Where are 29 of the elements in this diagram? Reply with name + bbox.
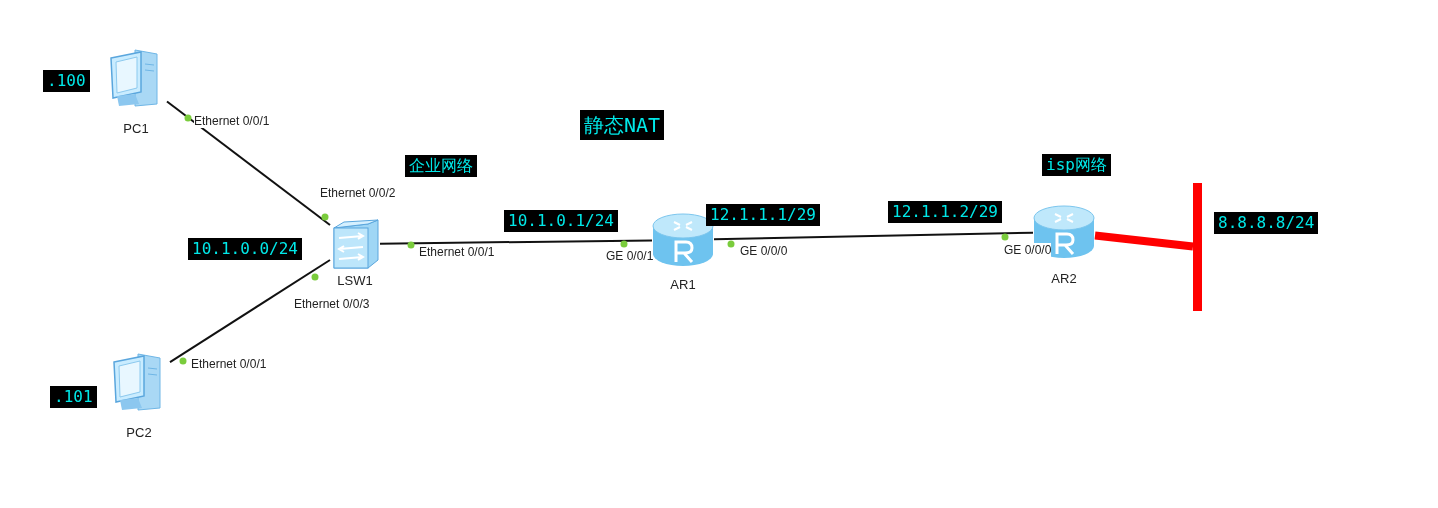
link-line [166,100,331,227]
address-tag: 10.1.0.1/24 [504,210,618,232]
address-tag: 12.1.1.1/29 [706,204,820,226]
port-label: GE 0/0/0 [1004,243,1052,257]
device-name: AR2 [1050,271,1078,286]
device-name: PC2 [125,425,153,440]
device-name: PC1 [122,121,150,136]
link-line [379,239,653,245]
network-bar [1193,183,1202,311]
address-tag: .100 [43,70,90,92]
address-tag: 12.1.1.2/29 [888,201,1002,223]
port-label: GE 0/0/1 [606,249,654,263]
title-tag: 静态NAT [580,110,665,140]
port-label: GE 0/0/0 [740,244,788,258]
port-label: Ethernet 0/0/1 [194,114,270,128]
address-tag: 8.8.8.8/24 [1214,212,1319,234]
device-name: LSW1 [336,273,374,288]
network-tag: isp网络 [1042,154,1111,176]
address-tag: 10.1.0.0/24 [188,238,302,260]
port-label: Ethernet 0/0/2 [320,186,396,200]
port-label: Ethernet 0/0/1 [419,245,495,259]
device-name: AR1 [669,277,697,292]
link-line [169,258,331,364]
address-tag: .101 [50,386,97,408]
port-label: Ethernet 0/0/3 [294,297,370,311]
link-line [713,231,1034,241]
network-tag: 企业网络 [405,155,477,177]
link-line [1094,231,1194,251]
port-label: Ethernet 0/0/1 [191,357,267,371]
